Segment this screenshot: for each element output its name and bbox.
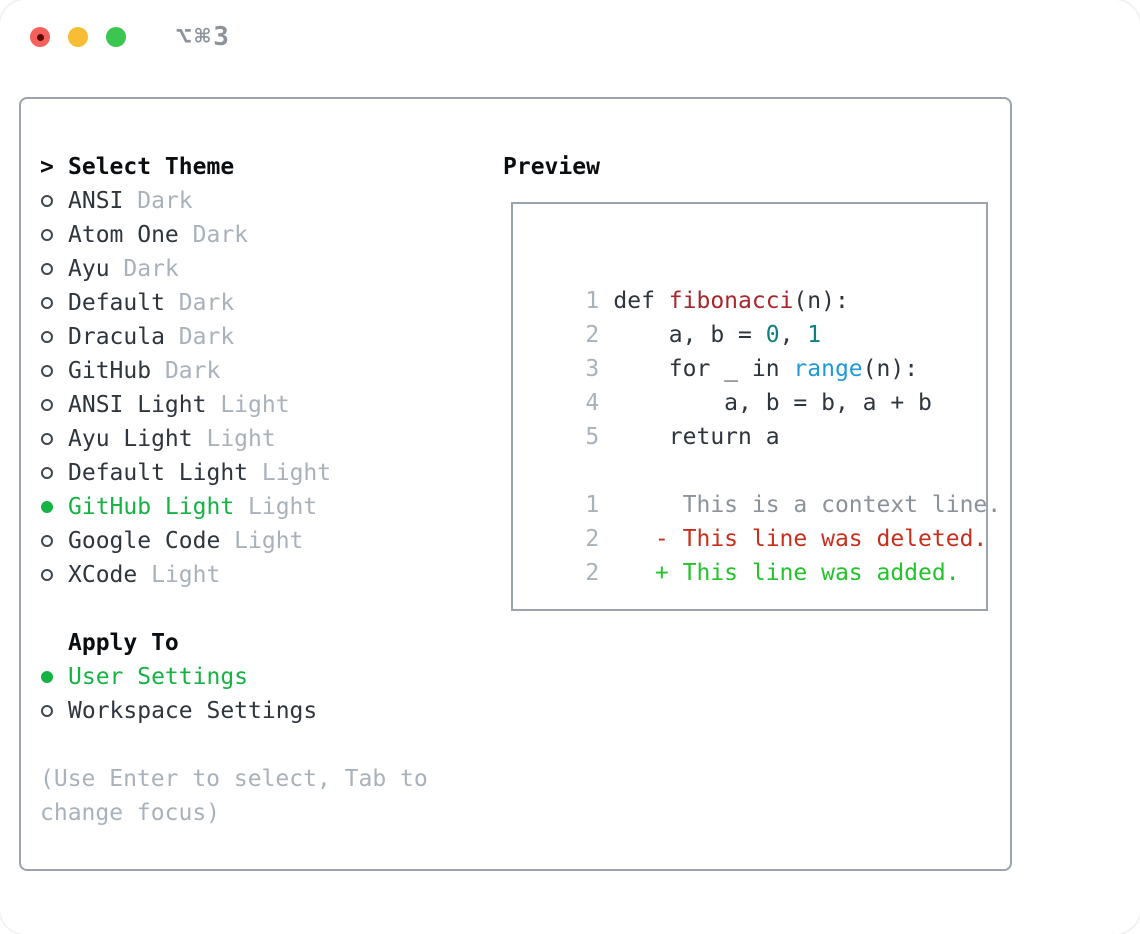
theme-option[interactable]: ANSI Light Light [40, 388, 440, 422]
theme-option[interactable]: Ayu Light Light [40, 422, 440, 456]
apply-to-option[interactable]: User Settings [40, 660, 440, 694]
theme-option[interactable]: Default Light Light [40, 456, 440, 490]
radio-icon [41, 263, 53, 275]
theme-variant-tag: Dark [123, 256, 179, 282]
theme-option[interactable]: GitHub Dark [40, 354, 440, 388]
radio-icon [41, 705, 53, 717]
theme-option-label: Default Light [68, 460, 262, 486]
line-number: 3 [585, 356, 600, 382]
code-line: 2 a, b = 0, 1 [530, 284, 978, 348]
unsaved-indicator-icon [36, 33, 44, 41]
code-line: 1 This is a context line. [530, 454, 1001, 518]
theme-variant-tag: Light [234, 528, 304, 554]
theme-selector-panel: > Select Theme ANSI Dark Atom One Dark Ay… [19, 97, 1012, 871]
select-theme-header-row: > Select Theme [40, 150, 440, 184]
line-number: 2 [585, 322, 600, 348]
preview-header: Preview [503, 154, 600, 180]
code-line: 3 for _ in range(n): [530, 318, 978, 382]
theme-variant-tag: Light [220, 392, 290, 418]
radio-icon [41, 501, 53, 513]
radio-icon [41, 535, 53, 547]
code-line: 4 a, b = b, a + b [530, 352, 978, 416]
theme-option[interactable]: Dracula Dark [40, 320, 440, 354]
radio-icon [41, 467, 53, 479]
radio-icon [41, 229, 53, 241]
radio-icon [41, 297, 53, 309]
apply-to-option[interactable]: Workspace Settings [40, 694, 440, 728]
theme-variant-tag: Dark [192, 222, 249, 248]
theme-option[interactable]: Ayu Dark [40, 252, 440, 286]
theme-option[interactable]: Google Code Light [40, 524, 440, 558]
zoom-button[interactable] [106, 27, 126, 47]
theme-variant-tag: Dark [164, 358, 221, 384]
theme-option[interactable]: Default Dark [40, 286, 440, 320]
left-column: > Select Theme ANSI Dark Atom One Dark Ay… [40, 150, 440, 830]
theme-option-label: Dracula [68, 324, 179, 350]
apply-to-option-label: Workspace Settings [68, 698, 318, 724]
theme-variant-tag: Light [206, 426, 276, 452]
minimize-button[interactable] [68, 27, 88, 47]
spacer [40, 592, 440, 626]
theme-option[interactable]: XCode Light [40, 558, 440, 592]
radio-icon [41, 569, 53, 581]
theme-option-label: Default [68, 290, 179, 316]
theme-option-label: GitHub Light [68, 494, 249, 520]
theme-option-label: XCode [68, 562, 152, 588]
theme-option-label: Ayu Light [68, 426, 207, 452]
apply-to-list: User Settings Workspace Settings [40, 660, 440, 728]
theme-option-label: Google Code [68, 528, 235, 554]
code-line: 2 + This line was added. [530, 522, 978, 586]
line-number: 2 [585, 526, 600, 552]
theme-option-label: GitHub [68, 358, 165, 384]
line-number: 1 [585, 288, 600, 314]
line-number: 2 [585, 560, 600, 586]
theme-option-label: Atom One [68, 222, 193, 248]
radio-icon [41, 195, 53, 207]
theme-variant-tag: Dark [137, 188, 193, 214]
apply-to-header-row: Apply To [40, 626, 440, 660]
theme-variant-tag: Light [248, 494, 318, 520]
theme-option-label: ANSI [68, 188, 138, 214]
window-title: ⌥⌘3 [176, 22, 232, 52]
theme-variant-tag: Dark [178, 324, 235, 350]
code-line: 2 - This line was deleted. [530, 488, 987, 552]
keyboard-hint: (Use Enter to select, Tab to change focu… [40, 766, 428, 826]
apply-to-header: Apply To [68, 630, 179, 656]
radio-icon [41, 399, 53, 411]
theme-variant-tag: Light [151, 562, 221, 588]
theme-option[interactable]: Atom One Dark [40, 218, 440, 252]
line-number: 1 [585, 492, 600, 518]
theme-option-label: ANSI Light [68, 392, 221, 418]
theme-variant-tag: Light [261, 460, 332, 486]
apply-to-option-label: User Settings [68, 664, 249, 690]
theme-option[interactable]: ANSI Dark [40, 184, 440, 218]
title-bar: ⌥⌘3 [30, 22, 232, 52]
theme-list: ANSI Dark Atom One Dark Ayu Dark Default… [40, 184, 440, 592]
theme-variant-tag: Dark [178, 290, 235, 316]
spacer [40, 728, 440, 762]
radio-icon [41, 433, 53, 445]
prompt-icon: > [40, 154, 54, 180]
radio-icon [41, 331, 53, 343]
close-button[interactable] [30, 27, 50, 47]
radio-icon [41, 365, 53, 377]
select-theme-header: Select Theme [68, 154, 235, 180]
theme-option-label: Ayu [68, 256, 124, 282]
line-number: 5 [585, 424, 600, 450]
line-number: 4 [585, 390, 600, 416]
theme-option[interactable]: GitHub Light Light [40, 490, 440, 524]
code-line: 5 return a [530, 386, 978, 450]
radio-icon [41, 671, 53, 683]
